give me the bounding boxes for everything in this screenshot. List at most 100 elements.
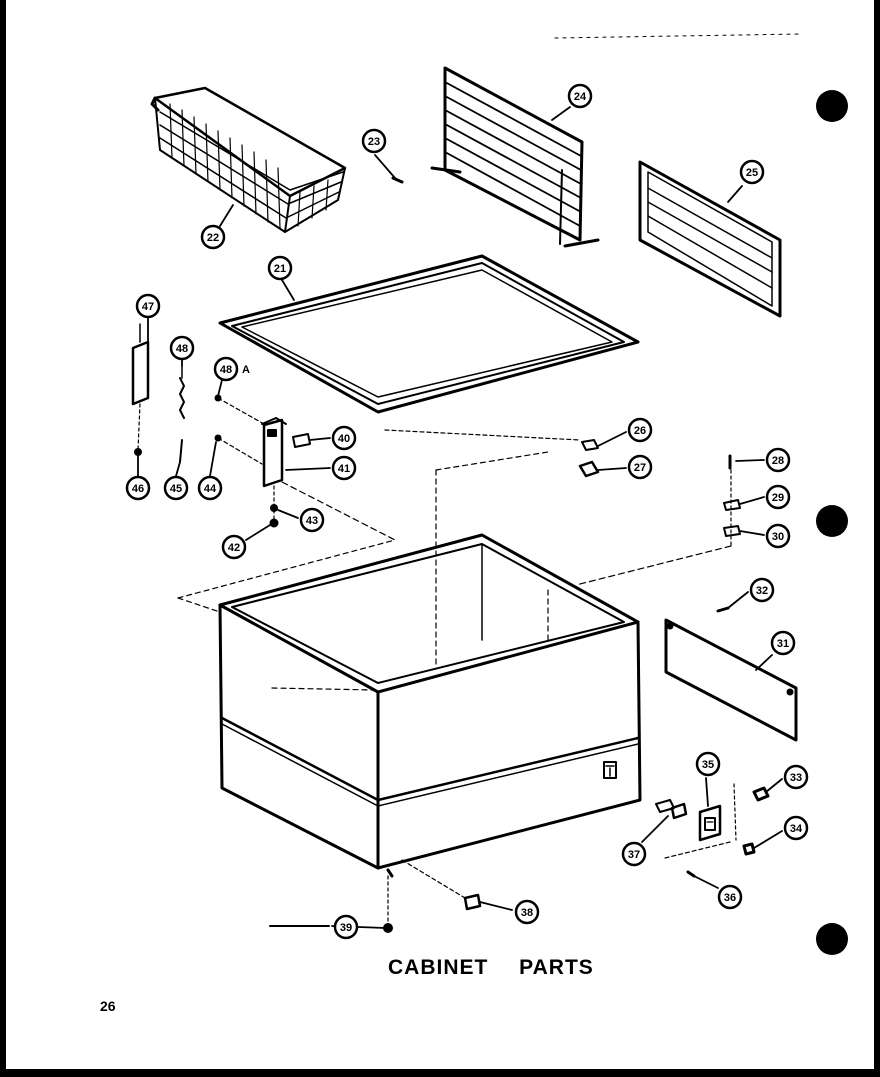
callout-48A: 48 A [213,356,250,382]
callout-circle [765,484,791,510]
callout-number: 42 [228,542,240,554]
page-number: 26 [100,998,116,1014]
callout-number: 35 [702,759,714,771]
callout-circle [783,815,809,841]
callout-circle [717,884,743,910]
callout-circle [331,455,357,481]
callout-40: 40 [331,425,357,451]
callout-number: 48 [176,343,188,355]
callout-number: 23 [368,136,380,148]
callout-38: 38 [514,899,540,925]
callout-number: 46 [132,483,144,495]
freezer-cabinet-body [218,533,642,878]
callout-37: 37 [621,841,647,867]
latch-parts [384,429,600,478]
callout-circle [299,507,325,533]
callout-48: 48 [169,335,195,361]
callout-circle [627,417,653,443]
callout-46: 46 [125,475,151,501]
callout-circle [770,630,796,656]
callout-number: 24 [574,91,587,103]
callout-number: 33 [790,772,802,784]
callout-number: 47 [142,301,154,313]
callout-circle [749,577,775,603]
callout-25: 25 [739,159,765,185]
callout-28: 28 [765,447,791,473]
callout-circle [627,454,653,480]
callout-number: 27 [634,462,646,474]
right-scan-edge [874,0,880,1077]
callout-circle [765,523,791,549]
callout-43: 43 [299,507,325,533]
callout-33: 33 [783,764,809,790]
callout-number: 48 [220,364,232,376]
spring-part [179,365,185,463]
callout-number: 36 [724,892,736,904]
callout-circle [197,475,223,501]
binder-hole-top [816,90,848,122]
callout-circle [200,224,226,250]
callout-circle [125,475,151,501]
callout-number: 21 [274,263,286,275]
callout-27: 27 [627,454,653,480]
callout-leaders [137,106,783,929]
callout-circle [213,356,239,382]
callout-number: 31 [777,638,789,650]
callout-circle [567,83,593,109]
callout-21: 21 [267,255,293,281]
callout-circle [169,335,195,361]
assembly-guide-lines [177,451,549,691]
callout-22: 22 [200,224,226,250]
callout-circle [267,255,293,281]
binder-hole-middle [816,505,848,537]
callout-circle [695,751,721,777]
left-scan-edge [0,0,6,1077]
callout-29: 29 [765,484,791,510]
bottom-scan-edge [0,1069,880,1077]
callout-45: 45 [163,475,189,501]
callout-42: 42 [221,534,247,560]
callout-number: 22 [207,232,219,244]
wire-basket-part [150,86,347,233]
callout-32: 32 [749,577,775,603]
callout-number: 43 [306,515,318,527]
callout-30: 30 [765,523,791,549]
callout-number: 25 [746,167,758,179]
control-parts [655,783,770,878]
hinge-plate-part [131,323,150,456]
callout-47: 47 [135,293,161,319]
callout-circle [135,293,161,319]
callout-number: 41 [338,463,350,475]
callout-number: 45 [170,483,182,495]
grille-panel-part [638,160,782,318]
callout-number: 34 [790,823,803,835]
callout-39: 39 [333,914,359,940]
callout-circle [221,534,247,560]
callout-number: 29 [772,492,784,504]
callout-44: 44 [197,475,223,501]
caster-parts [269,859,482,933]
scan-noise-line [554,33,801,39]
thermostat-mount-parts [575,454,741,586]
binder-hole-bottom [816,923,848,955]
callout-number: 40 [338,433,350,445]
callout-circle [331,425,357,451]
callout-number: 30 [772,531,784,543]
callout-23: 23 [361,128,387,154]
callout-34: 34 [783,815,809,841]
callout-suffix: A [242,364,250,376]
callout-number: 38 [521,907,533,919]
hinge-assembly-part [214,394,396,541]
diagram-title: CABINET PARTS [388,956,594,979]
callout-number: 32 [756,585,768,597]
lid-gasket-part [218,254,640,414]
callout-circle [361,128,387,154]
callout-number: 39 [340,922,352,934]
callout-number: 44 [204,483,217,495]
callout-number: 37 [628,849,640,861]
callout-31: 31 [770,630,796,656]
callout-circle [163,475,189,501]
callout-number: 26 [634,425,646,437]
